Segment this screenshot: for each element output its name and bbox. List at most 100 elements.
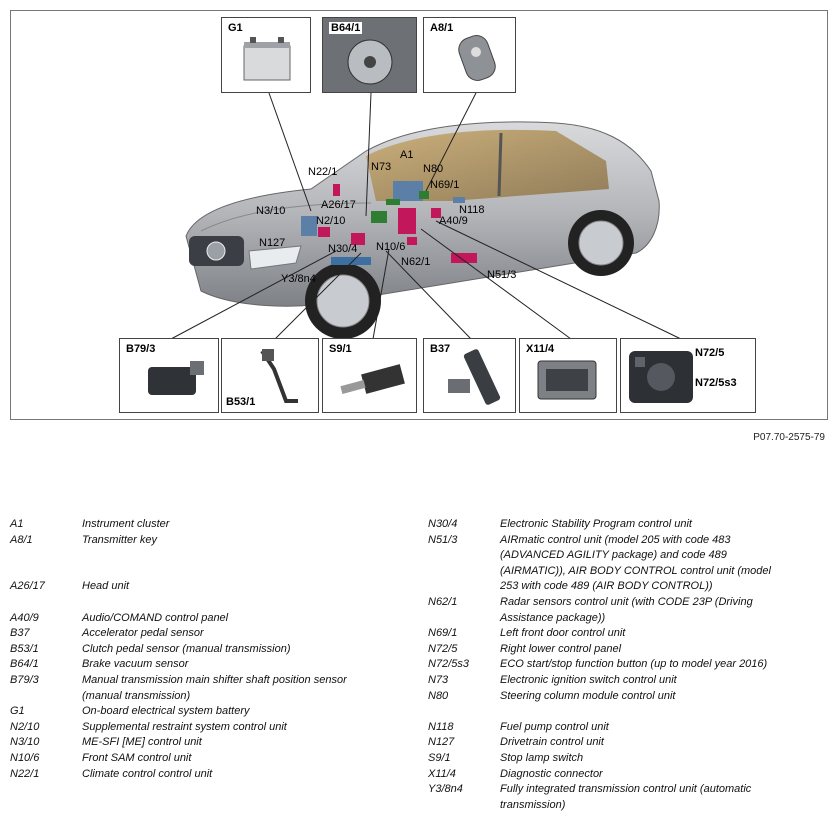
panel-label: G1 <box>228 22 243 34</box>
callout-label: N62/1 <box>401 256 431 268</box>
legend-code <box>428 564 500 580</box>
legend-code <box>10 564 82 580</box>
legend-code: N3/10 <box>10 736 40 749</box>
legend-code: N22/1 <box>10 767 40 780</box>
panel-label: N72/5s3 <box>695 377 737 389</box>
panel-label: B79/3 <box>126 343 156 355</box>
legend-code: G1 <box>10 705 25 718</box>
key-icon <box>458 35 496 81</box>
panel-label: A8/1 <box>430 22 454 34</box>
legend-row: N72/5s3 ECO start/stop function button (u… <box>428 657 823 673</box>
legend-code: N72/5s3 <box>428 658 469 671</box>
legend-row: (ADVANCED AGILITY package) and code 489 <box>428 548 823 564</box>
panel-label: B64/1 <box>329 22 363 34</box>
panel-battery-g1: G1 <box>221 17 311 93</box>
callout-label: N127 <box>259 237 286 249</box>
panel-control-panel-n72-5: N72/5 N72/5s3 <box>620 338 756 413</box>
legend-row: (AIRMATIC)), AIR BODY CONTROL control un… <box>428 564 823 580</box>
legend-code: B37 <box>10 627 30 640</box>
panel-stop-lamp-switch-s9-1: S9/1 <box>322 338 417 413</box>
battery-icon <box>243 37 291 81</box>
callout-label: N73 <box>371 161 392 173</box>
legend-row <box>10 564 390 580</box>
legend-description <box>82 548 390 564</box>
legend-code: B79/3 <box>10 673 39 686</box>
legend-row <box>10 595 390 611</box>
legend-code: A1 <box>10 518 24 530</box>
legend-row: N3/10 ME-SFI [ME] control unit <box>10 735 390 751</box>
car-illustration <box>170 92 682 344</box>
legend-code <box>428 798 500 813</box>
legend-code <box>428 548 500 564</box>
legend-code: B53/1 <box>10 642 39 655</box>
callout-label: N2/10 <box>316 215 346 227</box>
legend-description <box>500 704 823 720</box>
callout-label: A40/9 <box>439 215 468 227</box>
legend-description: AIRmatic control unit (model 205 with co… <box>500 533 731 546</box>
panel-label: B53/1 <box>226 396 256 408</box>
legend-row: N10/6 Front SAM control unit <box>10 751 390 767</box>
legend-row <box>428 704 823 720</box>
legend-row: A26/17 Head unit <box>10 579 390 595</box>
panel-label: S9/1 <box>329 343 352 355</box>
panel-clutch-sensor-b53-1: B53/1 <box>221 338 319 413</box>
accelerator-pedal-icon <box>448 349 501 405</box>
legend-code: Y3/8n4 <box>428 783 463 796</box>
control-panel-icon <box>629 351 693 403</box>
legend-code: X11/4 <box>428 767 456 780</box>
legend-row: transmission) <box>428 798 823 813</box>
legend-description: Transmitter key <box>82 533 157 546</box>
legend-description: Electronic ignition switch control unit <box>500 673 677 686</box>
legend-description: On-board electrical system battery <box>82 705 250 718</box>
panel-diagnostic-connector-x11-4: X11/4 <box>519 338 617 413</box>
legend-description: Steering column module control unit <box>500 689 676 702</box>
legend-code: N127 <box>428 736 455 749</box>
legend-description: ECO start/stop function button (up to mo… <box>500 658 768 671</box>
callout-label: A26/17 <box>321 199 356 211</box>
panel-shifter-sensor-b79-3: B79/3 <box>119 338 219 413</box>
panel-accelerator-sensor-b37: B37 <box>423 338 516 413</box>
legend-description: (AIRMATIC)), AIR BODY CONTROL control un… <box>500 564 771 577</box>
legend-code <box>10 689 82 705</box>
callout-label: N30/4 <box>328 243 358 255</box>
switch-icon <box>340 364 405 394</box>
legend-description: transmission) <box>500 798 566 811</box>
legend-code: B64/1 <box>10 658 39 671</box>
legend-description: Radar sensors control unit (with CODE 23… <box>500 595 753 608</box>
legend-description: Instrument cluster <box>82 518 170 530</box>
panel-label: X11/4 <box>526 343 555 355</box>
legend-code: N118 <box>428 720 454 733</box>
legend-code: N62/1 <box>428 595 458 608</box>
legend-row <box>10 548 390 564</box>
legend-description: Clutch pedal sensor (manual transmission… <box>82 642 291 655</box>
legend-description: Head unit <box>82 580 130 593</box>
legend-code <box>428 704 500 720</box>
legend-code: A26/17 <box>10 580 45 593</box>
legend-description: (manual transmission) <box>82 689 191 702</box>
legend-code <box>10 595 82 611</box>
legend-description: ME-SFI [ME] control unit <box>82 736 202 749</box>
legend-row: A1 Instrument cluster <box>10 517 390 533</box>
legend-code: N10/6 <box>10 751 40 764</box>
callout-label: N3/10 <box>256 205 286 217</box>
legend-description: Supplemental restraint system control un… <box>82 720 287 733</box>
legend-description: Audio/COMAND control panel <box>82 611 229 624</box>
legend-row: Assistance package)) <box>428 611 823 627</box>
legend-code <box>428 611 500 627</box>
panel-label: B37 <box>430 343 451 355</box>
legend-description: Front SAM control unit <box>82 751 192 764</box>
connector-icon <box>537 360 597 400</box>
legend-code: N69/1 <box>428 627 458 640</box>
